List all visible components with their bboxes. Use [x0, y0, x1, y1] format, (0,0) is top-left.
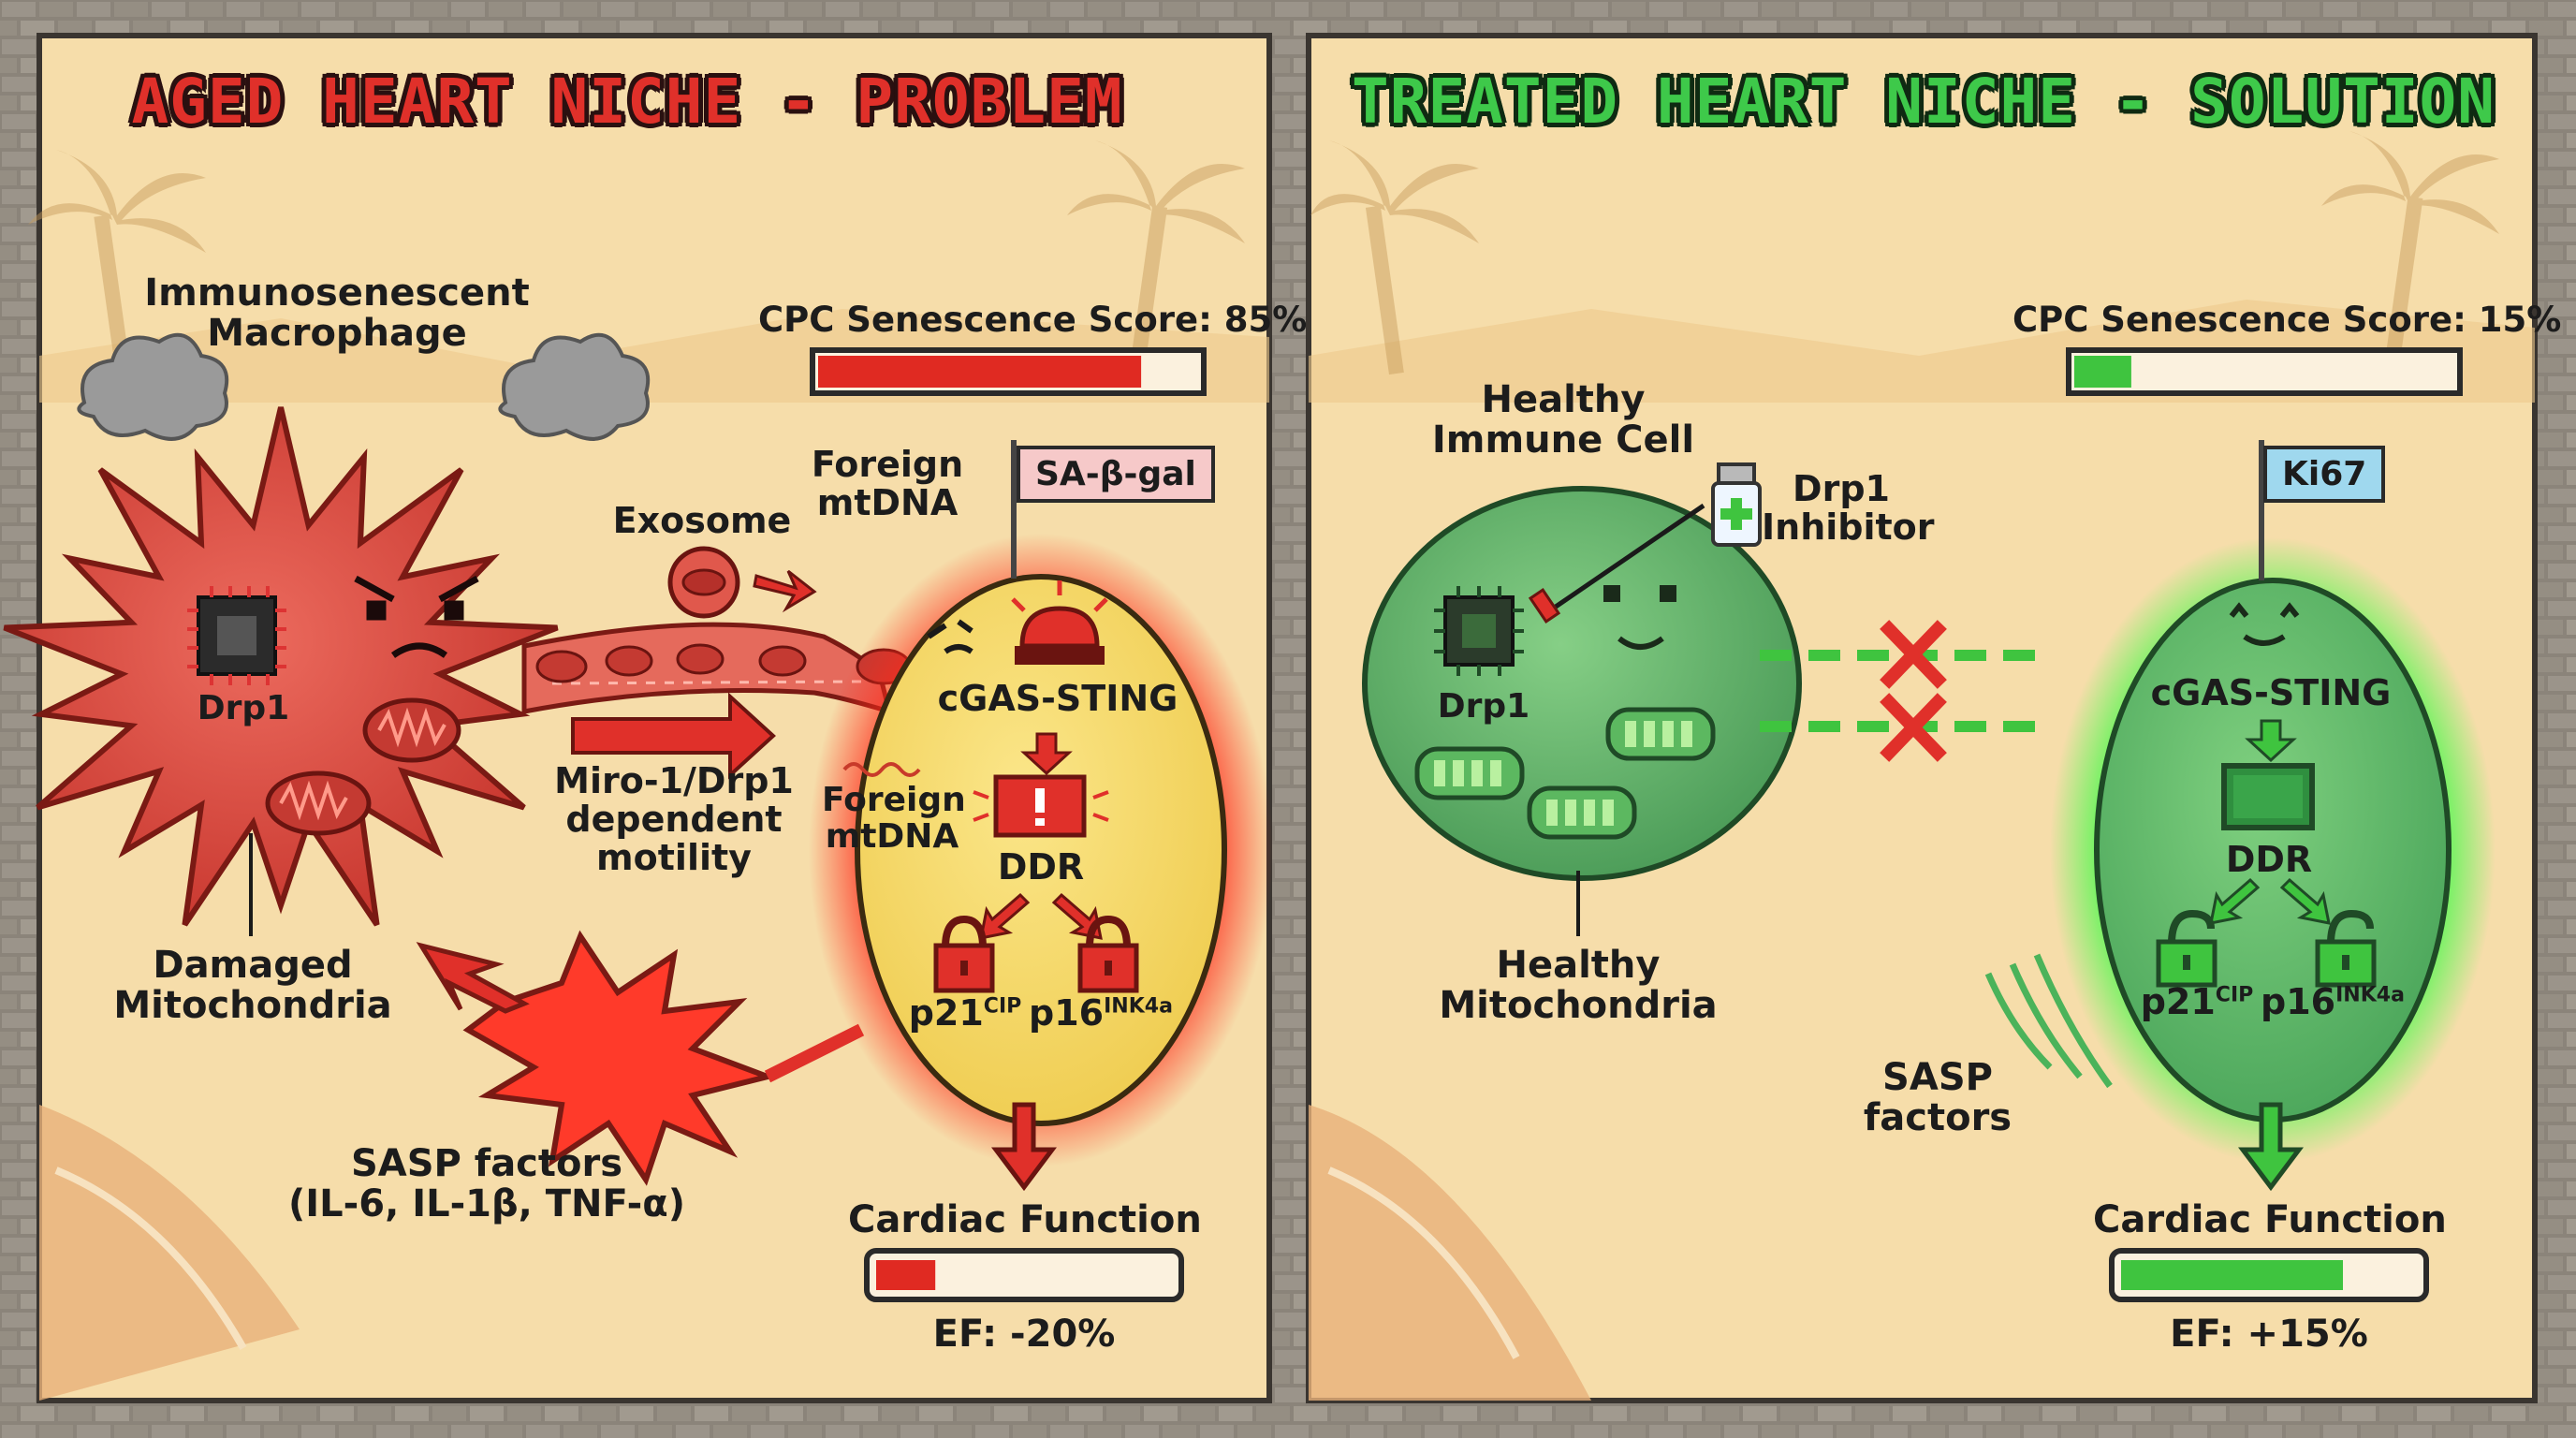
left-panel-title: AGED HEART NICHE - PROBLEM: [131, 66, 1123, 138]
ef-label-left: EF: -20%: [932, 1313, 1116, 1356]
unlocked-padlock-icon: [2156, 909, 2217, 988]
ddr-arrow-left: [979, 892, 1031, 940]
mitochondria-icon: [676, 643, 724, 675]
cgas-sting-label-right: cGAS-STING: [2150, 672, 2392, 713]
locked-padlock-icon: [1077, 915, 1139, 993]
senescence-bar-left: [810, 347, 1207, 396]
foreign-mtdna-strand: [842, 762, 921, 777]
mitochondria-icon: [1527, 785, 1637, 840]
drp1-label-left: Drp1: [197, 689, 290, 727]
ddr-arrow-right: [2279, 877, 2331, 925]
p21-label-left: p21CIP: [908, 992, 1022, 1034]
cgas-sting-label-left: cGAS-STING: [937, 678, 1178, 719]
sasp-factors-label: SASP factors (IL-6, IL-1β, TNF-α): [288, 1142, 685, 1226]
p21-label-right: p21CIP: [2140, 981, 2254, 1022]
right-panel-title: TREATED HEART NICHE - SOLUTION: [1351, 66, 2496, 138]
macrophage-label: Immunosenescent Macrophage: [144, 271, 530, 356]
healthy-mito-label: Healthy Mitochondria: [1439, 944, 1718, 1028]
ddr-label-right: DDR: [2225, 839, 2313, 880]
ddr-arrow-right: [1051, 892, 1103, 940]
palm-tree-icon: [1067, 140, 1245, 375]
locked-padlock-icon: [933, 915, 995, 993]
sa-beta-gal-flag: SA-β-gal: [1017, 446, 1215, 503]
sasp-waves: [1984, 953, 2113, 1089]
sasp-burst: [462, 930, 778, 1186]
mitochondria-icon: [362, 697, 461, 763]
damaged-mito-label: Damaged Mitochondria: [113, 944, 392, 1028]
cardiac-bar-left: [864, 1248, 1184, 1302]
smoke-icon: [77, 332, 229, 441]
angry-face: [354, 575, 479, 658]
senescence-bar-right: [2066, 347, 2463, 396]
exosome-label: Exosome: [612, 500, 792, 541]
ddr-label-left: DDR: [997, 846, 1085, 888]
sasp-arrow: [416, 942, 530, 1014]
drp1-inhibitor-label: Drp1 Inhibitor: [1762, 468, 1935, 549]
palm-tree-icon: [1310, 140, 1479, 375]
healthy-immune-label: Healthy Immune Cell: [1431, 378, 1695, 462]
sasp-factors-label-right: SASP factors: [1863, 1056, 2012, 1140]
worried-face: [927, 619, 973, 654]
exosome: [667, 546, 740, 619]
block-x-icon: [1880, 693, 1947, 762]
ki67-flag: Ki67: [2263, 446, 2386, 503]
alarm-light-icon: [1011, 580, 1108, 665]
mitochondria-icon: [758, 645, 807, 677]
palm-tree-icon: [2321, 131, 2499, 375]
inhibitor-line: [1554, 503, 1705, 609]
happy-face: [1603, 585, 1676, 650]
happy-face: [2229, 602, 2300, 646]
block-x-icon: [1880, 620, 1947, 689]
right-shore: [1309, 1105, 1591, 1401]
medicine-vial-icon: [1711, 462, 1762, 547]
motility-label: Miro-1/Drp1 dependent motility: [554, 760, 794, 879]
mitochondria-icon: [1605, 707, 1716, 761]
ef-label-right: EF: +15%: [2170, 1313, 2368, 1356]
inhibitor-bar: [1528, 588, 1561, 624]
mitochondria-icon: [605, 645, 653, 677]
p16-label-right: p16INK4a: [2261, 981, 2405, 1022]
drp1-label-right: Drp1: [1437, 687, 1530, 726]
senescence-label-right: CPC Senescence Score: 15%: [2012, 300, 2562, 340]
palm-tree-icon: [28, 150, 206, 375]
smoke-icon: [498, 332, 651, 441]
unlocked-padlock-icon: [2315, 909, 2377, 988]
ddr-box: [2221, 763, 2315, 830]
cardiac-arrow-left: [991, 1102, 1057, 1192]
mitochondria-icon: [265, 770, 372, 836]
mitochondria-icon: [1414, 746, 1525, 800]
exosome-arrow: [753, 569, 817, 613]
mitochondria-icon: [535, 650, 588, 683]
senescence-label-left: CPC Senescence Score: 85%: [758, 300, 1308, 340]
warning-box-icon: [973, 774, 1109, 838]
p16-label-left: p16INK4a: [1029, 992, 1173, 1034]
ddr-arrow-left: [2209, 877, 2261, 925]
foreign-mtdna-top-label: Foreign mtDNA: [811, 444, 964, 524]
cardiac-function-label-left: Cardiac Function: [848, 1198, 1202, 1241]
cardiac-arrow-right: [2238, 1102, 2304, 1192]
motility-arrow: [571, 692, 776, 780]
chip-icon: [187, 586, 286, 685]
cgas-arrow: [2245, 719, 2297, 763]
cgas-arrow: [1020, 732, 1073, 776]
chip-icon: [1434, 586, 1524, 676]
cardiac-function-label-right: Cardiac Function: [2093, 1198, 2447, 1241]
cardiac-bar-right: [2109, 1248, 2429, 1302]
foreign-mtdna-inner-label: Foreign mtDNA: [822, 781, 966, 856]
